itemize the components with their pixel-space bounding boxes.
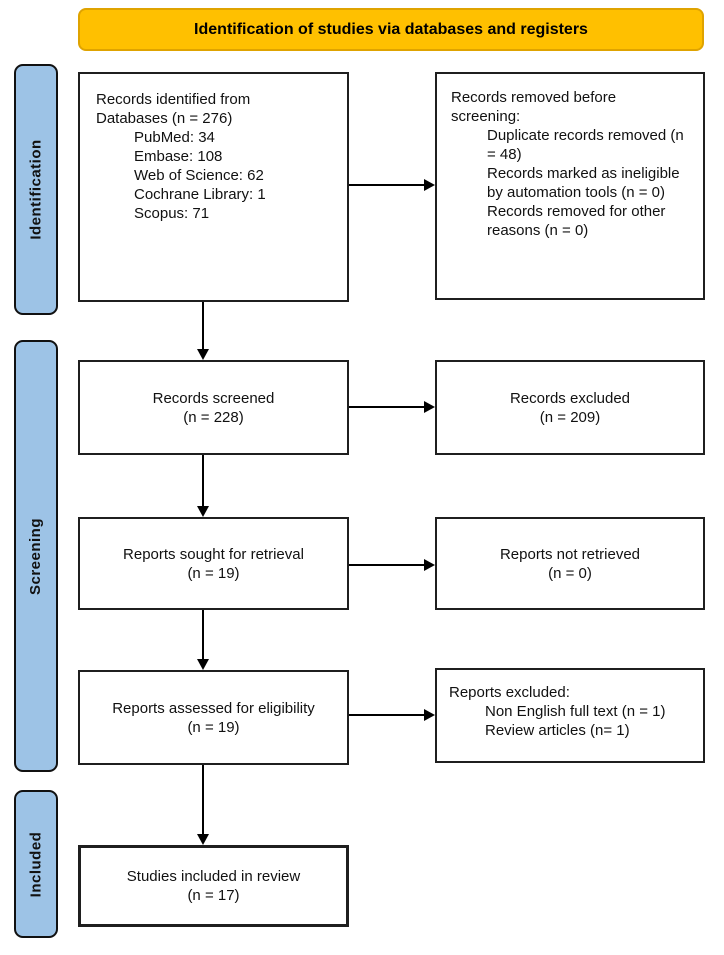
exclusion-reason-item: Non English full text (n = 1)	[485, 703, 666, 720]
box-reports-excluded: Reports excluded: Non English full text …	[435, 668, 705, 763]
records-excluded-label: Records excluded	[509, 389, 631, 407]
box-studies-included: Studies included in review (n = 17)	[78, 845, 349, 927]
database-item: Web of Science: 62	[134, 167, 264, 184]
reports-not-retrieved-label: Reports not retrieved	[499, 545, 641, 563]
reports-not-retrieved-count: (n = 0)	[548, 564, 592, 582]
database-item: PubMed: 34	[134, 129, 215, 146]
title-banner: Identification of studies via databases …	[78, 8, 704, 51]
stage-screening: Screening	[14, 340, 58, 772]
diagram-title: Identification of studies via databases …	[194, 20, 588, 38]
records-screened-label: Records screened	[152, 389, 275, 407]
box-reports-assessed: Reports assessed for eligibility (n = 19…	[78, 670, 349, 765]
removed-reason-item: Duplicate records removed (n = 48)	[487, 127, 684, 163]
reports-excluded-label: Reports excluded:	[449, 684, 570, 701]
stage-included-label: Included	[27, 831, 45, 897]
box-reports-sought: Reports sought for retrieval (n = 19)	[78, 517, 349, 610]
box-records-excluded: Records excluded (n = 209)	[435, 360, 705, 455]
stage-identification: Identification	[14, 64, 58, 315]
stage-identification-label: Identification	[27, 139, 45, 240]
box-records-removed: Records removed before screening: Duplic…	[435, 72, 705, 300]
box-records-screened: Records screened (n = 228)	[78, 360, 349, 455]
box-records-identified: Records identified from Databases (n = 2…	[78, 72, 349, 302]
removed-reason-item: Records removed for other reasons (n = 0…	[487, 203, 666, 239]
reports-assessed-count: (n = 19)	[187, 718, 240, 736]
reports-assessed-label: Reports assessed for eligibility	[112, 699, 315, 717]
studies-included-count: (n = 17)	[187, 887, 240, 904]
records-screened-count: (n = 228)	[183, 408, 244, 426]
database-item: Scopus: 71	[134, 205, 210, 222]
reports-sought-count: (n = 19)	[187, 564, 240, 582]
box-reports-not-retrieved: Reports not retrieved (n = 0)	[435, 517, 705, 610]
records-excluded-count: (n = 209)	[539, 408, 601, 426]
stage-screening-label: Screening	[27, 517, 45, 595]
records-removed-line2: screening:	[451, 108, 521, 125]
records-identified-line1: Records identified from	[96, 91, 251, 108]
database-item: Embase: 108	[134, 148, 223, 165]
studies-included-label: Studies included in review	[126, 868, 301, 885]
exclusion-reason-item: Review articles (n= 1)	[485, 722, 630, 739]
database-item: Cochrane Library: 1	[134, 186, 266, 203]
stage-included: Included	[14, 790, 58, 938]
reports-sought-label: Reports sought for retrieval	[123, 545, 304, 563]
records-removed-line1: Records removed before	[451, 89, 617, 106]
records-identified-line2: Databases (n = 276)	[96, 110, 233, 127]
removed-reason-item: Records marked as ineligible by automati…	[487, 165, 680, 201]
